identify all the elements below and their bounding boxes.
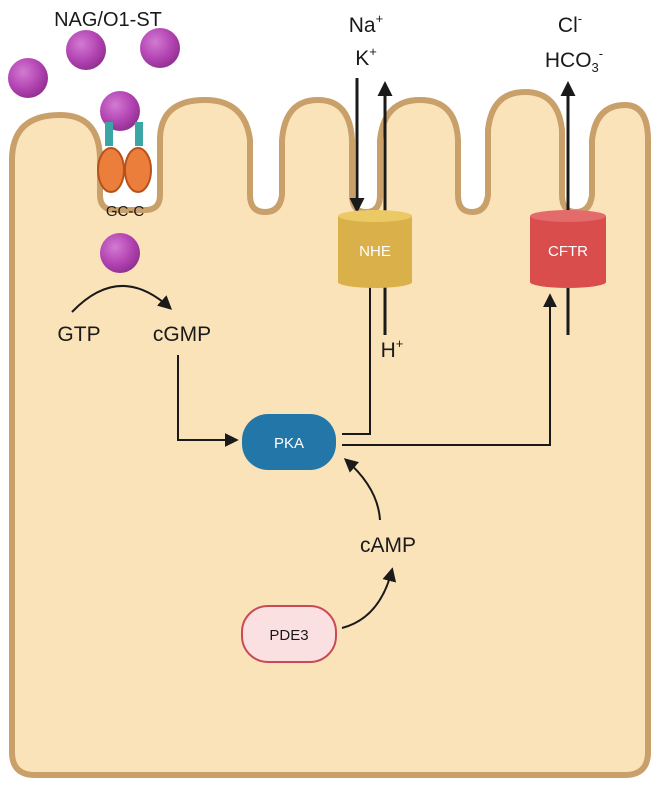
cgmp-label: cGMP xyxy=(153,323,211,346)
h-charge: + xyxy=(396,336,404,351)
receptor-stem-right xyxy=(135,122,143,146)
na-charge: + xyxy=(376,11,384,26)
nhe-label: NHE xyxy=(359,243,391,260)
receptor-subunit-left xyxy=(97,147,125,193)
camp-to-pka-arrow xyxy=(343,458,381,521)
camp-label: cAMP xyxy=(360,534,416,557)
receptor-subunit-right xyxy=(124,147,152,193)
pka-node xyxy=(242,414,336,470)
hco3-label: HCO3- xyxy=(545,46,603,75)
nhe-transporter xyxy=(338,210,412,288)
receptor-label: GC-C xyxy=(106,203,144,220)
cftr-bottom xyxy=(530,276,606,288)
h-symbol: H xyxy=(381,339,396,362)
gtp-to-cgmp-arrow xyxy=(71,285,173,313)
na-symbol: Na xyxy=(349,14,376,37)
pka-to-cftr-arrow xyxy=(342,293,557,446)
h-label: H+ xyxy=(381,336,404,362)
cl-label: Cl- xyxy=(558,11,582,37)
ligand-ball-3 xyxy=(8,58,48,98)
cftr-body xyxy=(530,216,606,282)
ligand-ball-bound xyxy=(100,91,140,131)
hco3-subscript: 3 xyxy=(592,60,599,75)
ligand-ball-1 xyxy=(66,30,106,70)
pde3-label: PDE3 xyxy=(269,627,308,644)
pka-inhibits-nhe-line xyxy=(342,286,371,435)
ligand-label: NAG/O1-ST xyxy=(54,9,162,31)
receptor-stem-left xyxy=(105,122,113,146)
k-charge: + xyxy=(369,44,377,59)
na-label: Na+ xyxy=(349,11,383,37)
gc-c-receptor xyxy=(97,122,152,193)
nhe-top xyxy=(338,210,412,222)
pde3-node xyxy=(241,605,337,663)
hco3-symbol: HCO xyxy=(545,49,592,72)
pde3-to-camp-arrow xyxy=(341,567,397,629)
cgmp-to-pka-arrow xyxy=(177,355,239,447)
ligand-ball-2 xyxy=(140,28,180,68)
intracellular-ligand-ball xyxy=(100,233,140,273)
cl-symbol: Cl xyxy=(558,14,578,37)
cftr-channel xyxy=(530,210,606,288)
nhe-body xyxy=(338,216,412,282)
pka-label: PKA xyxy=(274,435,304,452)
cftr-label: CFTR xyxy=(548,243,588,260)
cftr-top xyxy=(530,210,606,222)
gtp-label: GTP xyxy=(57,323,100,346)
hco3-charge: - xyxy=(599,46,603,61)
cl-charge: - xyxy=(578,11,582,26)
k-symbol: K xyxy=(355,47,369,70)
nhe-bottom xyxy=(338,276,412,288)
k-label: K+ xyxy=(355,44,377,70)
